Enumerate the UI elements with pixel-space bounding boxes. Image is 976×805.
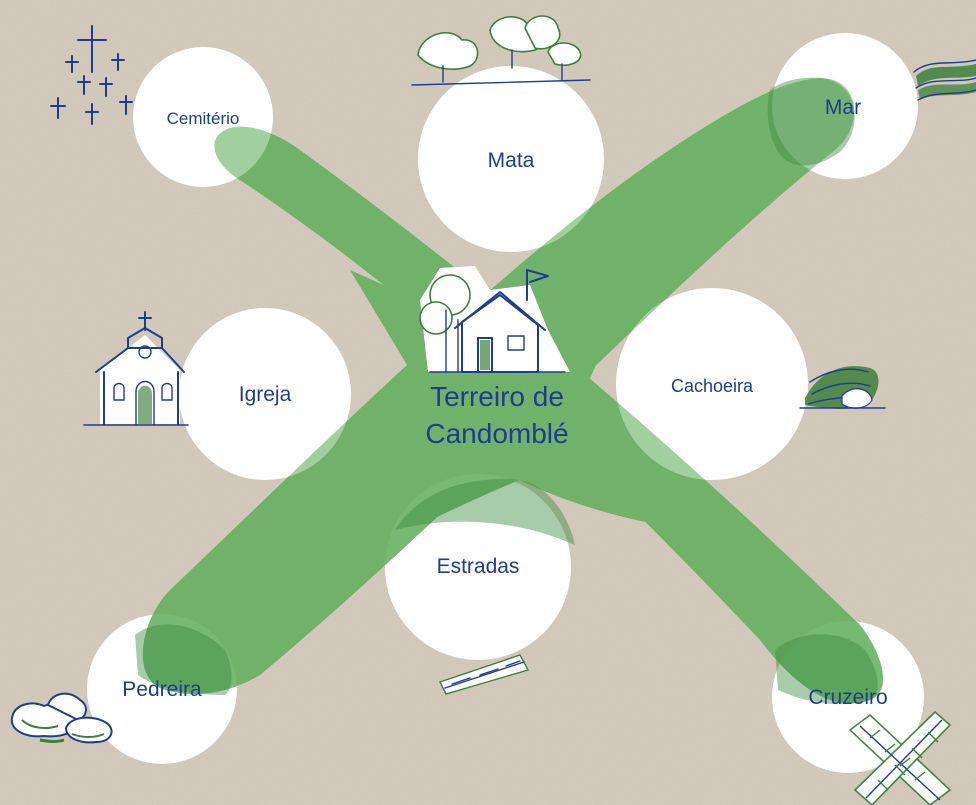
overlap-dark [135,77,878,705]
waves-icon [913,59,976,101]
terreiro-house-icon [419,266,570,373]
node-labels: Cemitério Mata Mar Igreja Cachoeira Estr… [122,96,887,709]
circle-cachoeira [616,288,808,480]
center-title-line2: Candomblé [425,418,568,449]
trees-icon [411,15,591,86]
overlap-shading [133,33,918,480]
label-igreja: Igreja [239,383,292,406]
circle-mata [418,66,604,252]
circle-igreja [179,308,351,480]
label-mata: Mata [488,149,535,172]
road-icon [439,654,530,695]
label-pedreira: Pedreira [122,678,202,701]
center-title-line1: Terreiro de [430,381,564,412]
center-title: Terreiro de Candomblé [425,381,568,449]
label-cemiterio: Cemitério [167,109,240,128]
church-icon [83,311,189,426]
label-cruzeiro: Cruzeiro [808,686,887,709]
label-cachoeira: Cachoeira [671,376,754,396]
crossroads-icon [848,710,952,805]
label-estradas: Estradas [437,555,520,578]
label-mar: Mar [825,96,861,119]
waterfall-icon [799,366,886,409]
rocks-icon [10,692,113,744]
crosses-icon [50,25,133,125]
